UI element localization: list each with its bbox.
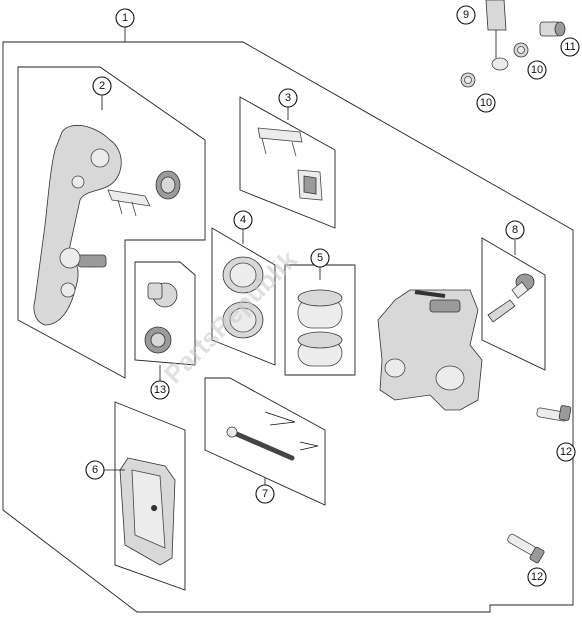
svg-text:10: 10 [531, 64, 543, 76]
svg-text:5: 5 [317, 252, 323, 264]
bracket-clip [107, 189, 151, 217]
callout-12-lower: 12 [527, 567, 547, 587]
svg-text:12: 12 [531, 571, 543, 583]
svg-text:12: 12 [560, 446, 572, 458]
pad-pin [226, 411, 319, 461]
pad-spring [257, 127, 323, 201]
svg-text:3: 3 [285, 92, 291, 104]
bleeder-frame [481, 237, 546, 371]
svg-text:13: 13 [154, 384, 166, 396]
caliper-bolt-upper [536, 405, 572, 422]
callout-4: 4 [233, 210, 253, 230]
svg-text:2: 2 [99, 80, 105, 92]
bleeder-valve [487, 273, 535, 323]
svg-text:8: 8 [512, 224, 518, 236]
svg-text:7: 7 [262, 488, 268, 500]
svg-text:⬤: ⬤ [150, 504, 158, 512]
svg-text:4: 4 [240, 214, 246, 226]
assembly-frame [2, 41, 574, 613]
callout-8: 8 [505, 220, 525, 240]
callout-7: 7 [255, 484, 275, 504]
banjo-fitting [485, 0, 509, 71]
pad-spring-frame [239, 96, 336, 229]
callout-10-right: 10 [527, 60, 547, 80]
callout-6: 6 [85, 460, 105, 480]
callout-11: 11 [560, 37, 580, 57]
svg-text:11: 11 [564, 41, 575, 53]
callout-1: 1 [115, 8, 135, 28]
piston-frame [284, 264, 356, 376]
bleeder-boot [144, 282, 178, 354]
pin-frame [204, 377, 326, 506]
bracket-frame [17, 66, 206, 379]
brake-pads: ⬤ [119, 457, 176, 566]
callout-12-upper: 12 [556, 442, 576, 462]
piston-seals [222, 256, 264, 339]
svg-text:6: 6 [92, 464, 98, 476]
callout-5: 5 [310, 248, 330, 268]
pistons [297, 289, 343, 367]
banjo-bolt [539, 21, 566, 37]
caliper-bolt-lower [507, 533, 545, 564]
bracket-boot [155, 170, 181, 200]
callout-9: 9 [456, 5, 476, 25]
svg-text:1: 1 [122, 12, 128, 24]
caliper-bracket [33, 124, 122, 326]
svg-text:9: 9 [463, 9, 469, 21]
seal-kit-frame [134, 261, 196, 366]
callout-3: 3 [278, 88, 298, 108]
sealing-washer-lower [460, 72, 476, 88]
piston-seal-frame [211, 227, 276, 366]
brake-caliper [377, 289, 483, 411]
svg-text:10: 10 [480, 97, 492, 109]
callout-13: 13 [150, 380, 170, 400]
brake-pad-frame [114, 401, 186, 591]
callout-2: 2 [92, 76, 112, 96]
callout-10-left: 10 [476, 93, 496, 113]
sealing-washer-upper [513, 42, 529, 58]
